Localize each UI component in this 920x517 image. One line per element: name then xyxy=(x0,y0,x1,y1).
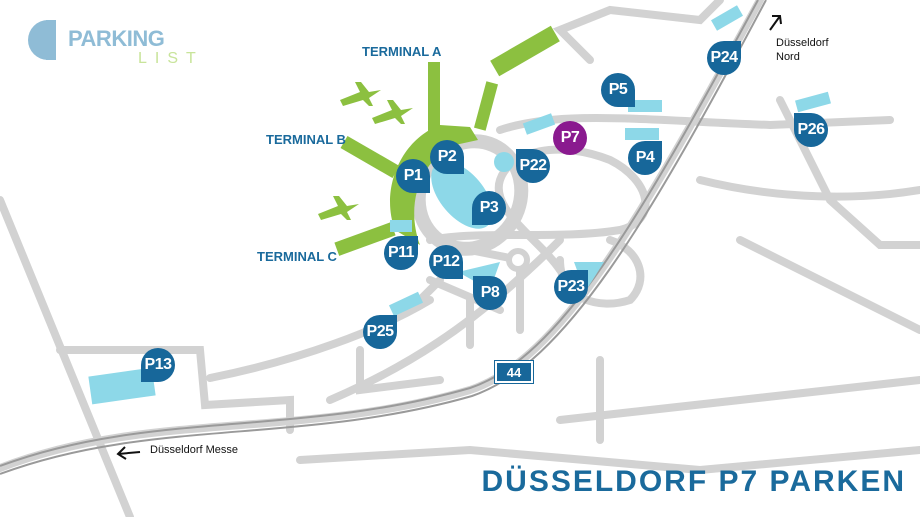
parking-pin-p2[interactable]: P2 xyxy=(430,140,464,174)
parking-pin-p13[interactable]: P13 xyxy=(141,348,175,382)
duesseldorf-messe-label: Düsseldorf Messe xyxy=(150,444,239,456)
parking-pin-p26[interactable]: P26 xyxy=(794,113,828,147)
parking-pin-p3[interactable]: P3 xyxy=(472,191,506,225)
logo-subtext: LIST xyxy=(138,50,204,67)
duesseldorf-nord-label: Düsseldorf Nord xyxy=(776,37,829,63)
parking-pin-p4[interactable]: P4 xyxy=(628,141,662,175)
motorway xyxy=(0,0,767,475)
highway-44-sign: 44 xyxy=(494,360,534,384)
parking-lots xyxy=(88,5,831,405)
terminal-c-label: TERMINAL C xyxy=(257,249,337,264)
parkinglist-logo: PARKING LIST xyxy=(26,18,196,67)
parking-pin-p22[interactable]: P22 xyxy=(516,149,550,183)
parking-pin-p23[interactable]: P23 xyxy=(554,270,588,304)
parking-pin-p12[interactable]: P12 xyxy=(429,245,463,279)
direction-arrows xyxy=(116,15,782,460)
terminals xyxy=(318,25,560,256)
parking-pin-p5[interactable]: P5 xyxy=(601,73,635,107)
parking-pin-p1[interactable]: P1 xyxy=(396,159,430,193)
logo-text: PARKING xyxy=(68,26,165,51)
parking-pin-p11[interactable]: P11 xyxy=(384,236,418,270)
parking-pin-p8[interactable]: P8 xyxy=(473,276,507,310)
arrow-north-icon xyxy=(769,15,782,31)
terminal-b-label: TERMINAL B xyxy=(266,132,346,147)
parking-pin-p25[interactable]: P25 xyxy=(363,315,397,349)
page-title: DÜSSELDORF P7 PARKEN xyxy=(481,465,906,498)
parking-pin-p24[interactable]: P24 xyxy=(707,41,741,75)
logo-circle-icon xyxy=(28,20,56,60)
parking-pin-p7[interactable]: P7 xyxy=(553,121,587,155)
terminal-a-label: TERMINAL A xyxy=(362,44,442,59)
arrow-west-icon xyxy=(116,446,141,460)
